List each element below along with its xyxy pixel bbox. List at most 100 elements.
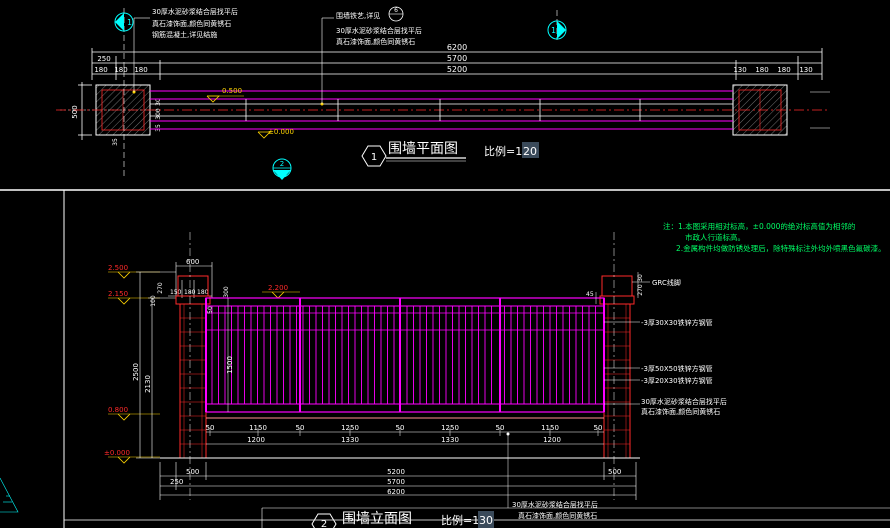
plan-dim-vertical-500: 500 (71, 105, 79, 118)
elev-dim-row2-value: 1330 (441, 436, 459, 444)
elev-note-1: 注：1.本图采用相对标高，±0.000的绝对标高值为相邻的 (663, 221, 855, 231)
elev-dim-300: 300 (223, 286, 230, 298)
plan-callout-2-line-3: 真石漆饰面,颜色同黄锈石 (336, 37, 415, 46)
elev-dim-overall-500a: 500 (186, 468, 199, 476)
plan-section-marker-right: 1 (547, 10, 567, 40)
plan-scale-highlight (522, 142, 539, 158)
elev-dim-30: 30 (637, 274, 644, 282)
elev-note-2: 市政人行道标高。 (685, 232, 745, 242)
plan-dim-total-3: 5200 (447, 65, 467, 74)
elev-label-50x50: -3厚50X50铁锌方钢管 (641, 364, 713, 373)
elevation-view: 注：1.本图采用相对标高，±0.000的绝对标高值为相邻的 市政人行道标高。 2… (0, 190, 890, 528)
plan-wall-lines (56, 90, 830, 130)
elev-dim-50: 50 (207, 306, 214, 314)
elev-bottom-label-1: 30厚水泥砂浆结合层找平后 (512, 500, 598, 509)
plan-title-marker (361, 145, 387, 167)
svg-text:1: 1 (551, 26, 556, 35)
elev-label-finish-1: 30厚水泥砂浆结合层找平后 (641, 397, 727, 406)
elev-dim-2500: 2500 (132, 363, 140, 381)
elev-dim-row2-value: 1330 (341, 436, 359, 444)
plan-title: 围墙平面图 (388, 141, 458, 157)
plan-level-ground-mark (257, 131, 271, 139)
elev-fence (205, 297, 605, 413)
plan-scale-label: 比例=1: (484, 144, 526, 158)
elev-title-marker-text: 2 (321, 519, 327, 528)
elev-label-30x30: -3厚30X30铁锌方钢管 (641, 318, 713, 327)
elev-bottom-dims-row2: 1200 1330 1330 1200 (247, 436, 561, 444)
plan-dim-left-4: 180 (134, 66, 147, 74)
elev-scale-value: 30 (479, 514, 493, 527)
plan-callout-1-line-2: 真石漆饰面,颜色同黄锈石 (152, 19, 231, 28)
elev-dim-270-right: 270 (637, 284, 644, 296)
plan-dim-vertical-30: 30 (155, 98, 162, 106)
elev-scale-highlight (478, 511, 494, 528)
elev-level-0800: 0.800 (108, 406, 128, 414)
plan-dim-left-1: 250 (97, 55, 110, 63)
elev-level-2500: 2.500 (108, 264, 128, 272)
plan-leaders (133, 17, 334, 104)
elev-level-ground: ±0.000 (104, 449, 130, 457)
elev-dim-total-6200: 6200 (387, 488, 405, 496)
elev-note-3: 2.金属构件均做防锈处理后，除特殊标注外均外喷黑色氟碳漆。 (676, 243, 886, 253)
elev-dim-total-5700: 5700 (387, 478, 405, 486)
plan-dim-total-1: 6200 (447, 43, 467, 52)
elev-label-finish-2: 真石漆饰面,颜色同黄锈石 (641, 407, 720, 416)
elev-dim-1500: 1500 (226, 356, 234, 374)
plan-dim-left-2: 180 (94, 66, 107, 74)
elev-right-leaders (604, 281, 650, 405)
elev-dim-overall-500b: 500 (608, 468, 621, 476)
elev-dim-600: 600 (186, 258, 199, 266)
corner-triangle (0, 477, 19, 513)
elev-bottom-dim-lines (159, 431, 637, 500)
elev-dim-overall-5200: 5200 (387, 468, 405, 476)
plan-dim-left-3: 180 (114, 66, 127, 74)
plan-callout-1-line-1: 30厚水泥砂浆结合层找平后 (152, 7, 238, 16)
elev-levels (108, 271, 160, 464)
elev-dim-45: 45 (586, 291, 594, 298)
elev-left-dim-lines (136, 271, 176, 459)
plan-dim-vertical-35b: 35 (112, 138, 119, 146)
plan-section-marker-left: 1 (114, 8, 134, 178)
svg-text:1: 1 (127, 18, 132, 27)
elev-title-marker (311, 513, 337, 528)
svg-text:2: 2 (280, 160, 284, 168)
plan-view: 6200 5700 5200 250 180 180 180 130 180 1… (0, 6, 890, 191)
plan-callout-2-line-1: 围墙铁艺,详见 (336, 11, 380, 20)
elev-label-20x30: -3厚20X30铁锌方钢管 (641, 376, 713, 385)
plan-callout-1-line-3: 钢筋混凝土,详见结施 (152, 30, 217, 39)
plan-dim-vertical-35a: 35 (155, 124, 162, 132)
elev-right-dims (595, 272, 639, 304)
elev-level-fence-top: 2.200 (268, 284, 288, 292)
elev-dim-180b: 180 (197, 289, 209, 296)
elev-dim-150: 150 (170, 289, 182, 296)
plan-dim-right-4: 130 (799, 66, 812, 74)
elev-dim-row2-value: 1200 (543, 436, 561, 444)
elev-dim-row2-value: 1200 (247, 436, 265, 444)
plan-dimension-lines (91, 48, 823, 80)
plan-post-ticks (245, 99, 641, 121)
plan-detail-marker-text: 6 (394, 7, 398, 14)
elev-axis-lines (189, 232, 615, 500)
elev-level-2150: 2.150 (108, 290, 128, 298)
plan-dim-right-1: 130 (733, 66, 746, 74)
plan-title-marker-text: 1 (371, 152, 377, 163)
plan-dim-vertical-300: 300 (155, 108, 162, 120)
plan-scale-value: 20 (523, 145, 537, 158)
elev-scale-label: 比例=1: (441, 513, 483, 527)
elev-dim-270: 270 (157, 282, 164, 294)
plan-dim-total-2: 5700 (447, 54, 467, 63)
elev-bottom-label-2: 真石漆饰面,颜色同黄锈石 (518, 511, 597, 520)
plan-dim-right-3: 180 (777, 66, 790, 74)
plan-dim-right-2: 180 (755, 66, 768, 74)
elev-pillar-joints (180, 317, 630, 445)
elev-top-dim-lines (168, 262, 213, 298)
plan-callout-2-line-2: 30厚水泥砂浆结合层找平后 (336, 26, 422, 35)
plan-level-top: 0.500 (222, 87, 242, 95)
elev-label-grc: GRC线脚 (652, 278, 681, 287)
plan-level-ground: ±0.000 (268, 128, 294, 136)
elev-title: 围墙立面图 (342, 511, 412, 527)
plan-elevation-marker-bottom: 2 (272, 158, 292, 180)
elev-dim-2130: 2130 (144, 375, 152, 393)
